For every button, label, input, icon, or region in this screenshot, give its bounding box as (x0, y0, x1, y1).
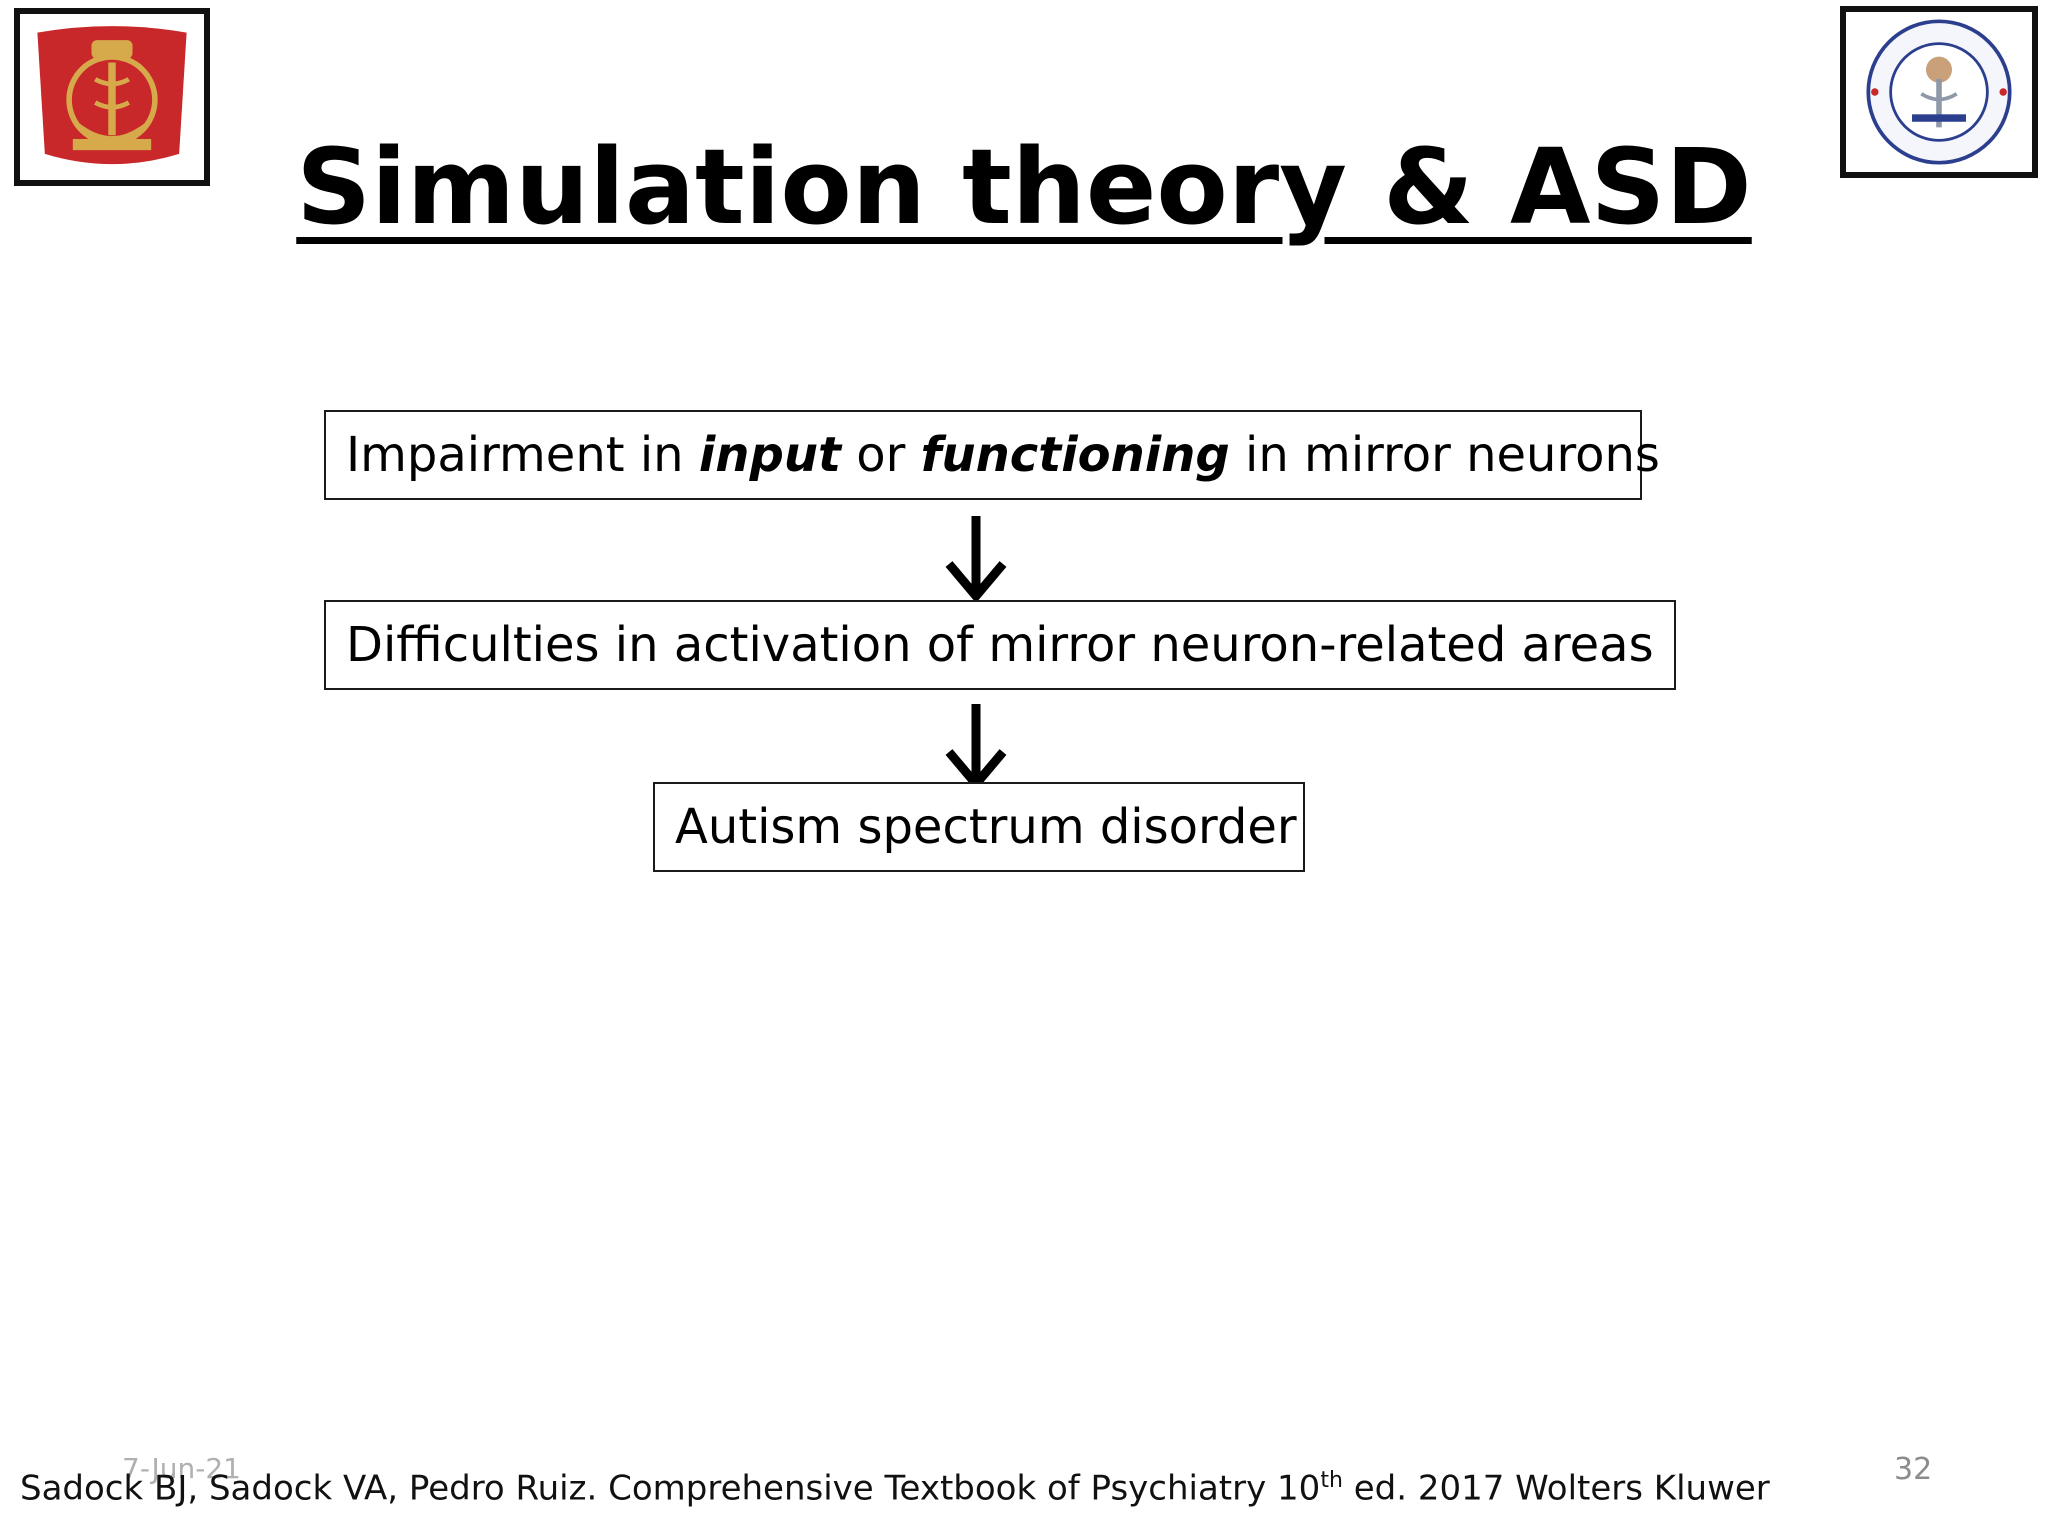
flow-step-impairment: Impairment in input or functioning in mi… (324, 410, 1660, 500)
down-arrow-icon (945, 516, 1007, 603)
psychiatry-department-seal (1840, 6, 2038, 178)
reference-superscript: th (1320, 1468, 1343, 1493)
footer-date: 7-Jun-21 (122, 1452, 241, 1485)
flow-step-activation-difficulties: Difficulties in activation of mirror neu… (324, 600, 1676, 690)
step2-text: Difficulties in activation of mirror neu… (346, 617, 1654, 673)
step1-emphasis-functioning: functioning (920, 427, 1230, 483)
reference-text: Sadock BJ, Sadock VA, Pedro Ruiz. Compre… (20, 1468, 1321, 1509)
reference-text-end: ed. 2017 Wolters Kluwer (1342, 1468, 1770, 1509)
seal-icon (1866, 19, 2012, 165)
army-medical-corps-logo (14, 8, 210, 186)
step3-text: Autism spectrum disorder (675, 799, 1297, 855)
flow-step-asd: Autism spectrum disorder (653, 782, 1305, 872)
slide-title-text: Simulation theory & ASD (296, 126, 1752, 248)
down-arrow-icon (945, 704, 1007, 791)
slide-title: Simulation theory & ASD (0, 130, 2048, 244)
step1-emphasis-input: input (698, 427, 841, 483)
step1-text-after: in mirror neurons (1229, 427, 1660, 483)
step1-text-middle: or (840, 427, 921, 483)
page-number: 32 (1894, 1452, 1933, 1487)
reference-citation: Sadock BJ, Sadock VA, Pedro Ruiz. Compre… (20, 1468, 1770, 1508)
step1-text-before: Impairment in (346, 427, 699, 483)
emblem-icon (37, 26, 187, 165)
